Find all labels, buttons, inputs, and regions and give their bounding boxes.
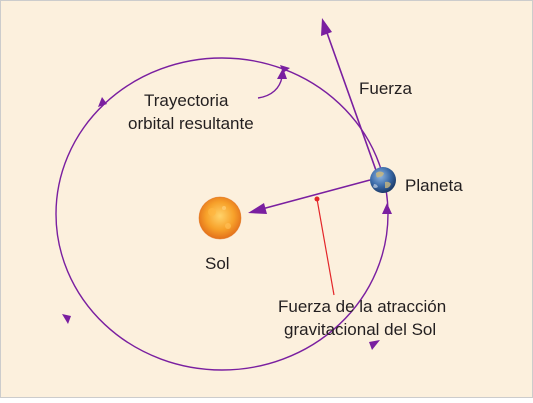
gravity-leader-dot xyxy=(314,196,320,202)
trajectory-label-line2: orbital resultante xyxy=(128,114,254,133)
force-arrowhead xyxy=(321,18,332,36)
orbit-direction-arrow xyxy=(369,340,380,350)
planet-label: Planeta xyxy=(405,176,463,195)
orbit-direction-arrow xyxy=(382,203,392,214)
gravity-leader-line xyxy=(316,198,335,296)
gravity-label-line2: gravitacional del Sol xyxy=(284,320,436,339)
gravity-arrow xyxy=(261,179,371,210)
force-label: Fuerza xyxy=(359,79,412,98)
gravity-label-line1: Fuerza de la atracción xyxy=(278,297,446,316)
orbit-direction-arrow xyxy=(98,97,107,107)
trajectory-leader-arrow xyxy=(257,76,283,99)
force-arrow xyxy=(325,29,379,177)
sun-label: Sol xyxy=(205,254,230,273)
orbit-direction-arrow xyxy=(62,314,71,324)
earth-globe-icon xyxy=(370,167,396,193)
trajectory-leader-arrowhead xyxy=(277,68,287,79)
gravity-arrowhead xyxy=(248,203,267,214)
sun-icon xyxy=(198,196,242,240)
trajectory-label-line1: Trayectoria xyxy=(144,91,229,110)
